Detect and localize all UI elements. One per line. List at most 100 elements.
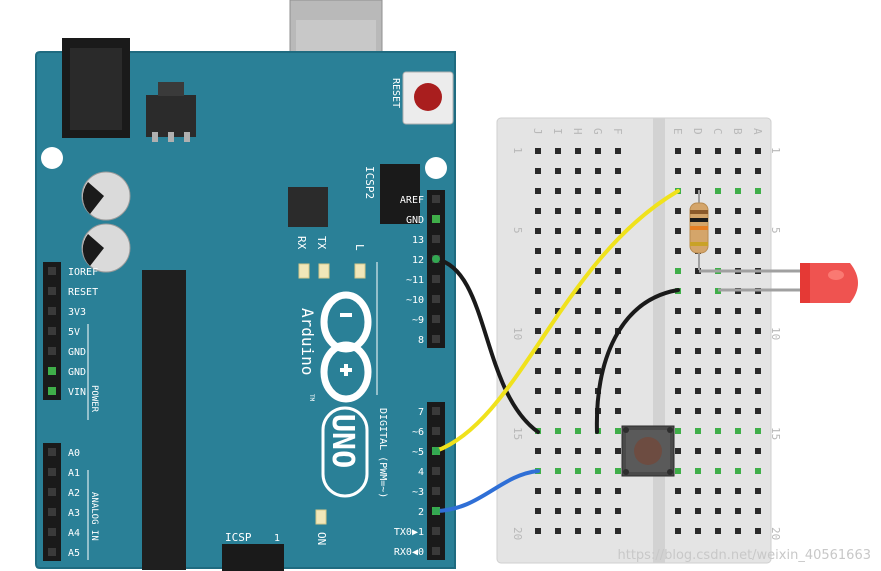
header-pin[interactable] — [48, 347, 56, 355]
header-pin[interactable] — [432, 487, 440, 495]
breadboard-hole — [735, 188, 741, 194]
breadboard-row-number: 20 — [769, 527, 782, 540]
breadboard-hole — [695, 508, 701, 514]
breadboard-hole — [735, 168, 741, 174]
header-pin[interactable] — [48, 468, 56, 476]
breadboard-hole — [735, 488, 741, 494]
arduino-brand-text: Arduino — [298, 308, 317, 375]
microcontroller-chip — [142, 270, 186, 570]
breadboard-hole — [755, 448, 761, 454]
pin-label: AREF — [400, 195, 424, 206]
breadboard-hole — [755, 488, 761, 494]
breadboard-hole — [535, 388, 541, 394]
breadboard-hole — [615, 448, 621, 454]
breadboard-hole — [595, 268, 601, 274]
breadboard-hole — [535, 308, 541, 314]
breadboard-hole — [615, 248, 621, 254]
breadboard-hole — [755, 228, 761, 234]
reset-label: RESET — [390, 78, 401, 108]
digital-label: DIGITAL (PWM=~) — [377, 408, 388, 498]
breadboard-hole — [715, 208, 721, 214]
header-pin[interactable] — [48, 287, 56, 295]
breadboard-hole — [695, 428, 701, 434]
breadboard-hole — [595, 168, 601, 174]
trademark-text: TM — [308, 394, 315, 402]
breadboard-column-letter: G — [591, 128, 604, 135]
uno-logo-frame — [321, 406, 369, 498]
pin-label: A0 — [68, 448, 80, 459]
header-pin[interactable] — [432, 547, 440, 555]
breadboard-hole — [675, 528, 681, 534]
header-pin[interactable] — [432, 407, 440, 415]
breadboard-hole — [755, 428, 761, 434]
header-pin[interactable] — [432, 235, 440, 243]
push-button[interactable] — [621, 425, 675, 477]
header-pin[interactable] — [48, 548, 56, 556]
pin-label: GND — [68, 367, 86, 378]
breadboard-hole — [575, 188, 581, 194]
breadboard-hole — [575, 388, 581, 394]
header-pin[interactable] — [48, 267, 56, 275]
header-pin[interactable] — [432, 315, 440, 323]
header-pin[interactable] — [432, 295, 440, 303]
breadboard-hole — [615, 268, 621, 274]
breadboard-hole — [695, 388, 701, 394]
voltage-regulator — [146, 95, 196, 137]
breadboard-hole — [675, 268, 681, 274]
breadboard-hole — [715, 248, 721, 254]
breadboard-column-letter: J — [531, 128, 544, 135]
breadboard-hole — [695, 148, 701, 154]
breadboard-column-letter: H — [571, 128, 584, 135]
breadboard-hole — [755, 528, 761, 534]
header-pin[interactable] — [48, 327, 56, 335]
header-pin[interactable] — [48, 307, 56, 315]
breadboard-hole — [695, 308, 701, 314]
usb-chip — [288, 187, 328, 227]
header-pin[interactable] — [48, 367, 56, 375]
header-pin[interactable] — [432, 275, 440, 283]
breadboard-hole — [615, 208, 621, 214]
breadboard-hole — [535, 408, 541, 414]
breadboard-hole — [715, 168, 721, 174]
resistor — [689, 190, 709, 270]
breadboard-row-number: 5 — [511, 227, 524, 234]
breadboard-hole — [675, 148, 681, 154]
breadboard-hole — [575, 268, 581, 274]
header-pin[interactable] — [48, 528, 56, 536]
breadboard-hole — [615, 368, 621, 374]
gnd-wire — [434, 257, 540, 434]
header-pin[interactable] — [48, 508, 56, 516]
breadboard-row-number: 10 — [769, 327, 782, 340]
header-pin[interactable] — [48, 448, 56, 456]
breadboard-hole — [735, 428, 741, 434]
pin-label: A1 — [68, 468, 80, 479]
breadboard-hole — [575, 528, 581, 534]
breadboard-hole — [735, 388, 741, 394]
breadboard-hole — [755, 348, 761, 354]
breadboard-column-letter: A — [751, 128, 764, 135]
header-pin[interactable] — [432, 195, 440, 203]
pin-label: VIN — [68, 387, 86, 398]
header-pin[interactable] — [48, 488, 56, 496]
pin-label: RESET — [68, 287, 98, 298]
header-pin[interactable] — [432, 527, 440, 535]
button-signal-wire — [434, 469, 540, 513]
header-pin[interactable] — [432, 427, 440, 435]
breadboard-hole — [595, 528, 601, 534]
header-pin[interactable] — [432, 215, 440, 223]
breadboard-hole — [615, 388, 621, 394]
breadboard-hole — [595, 308, 601, 314]
breadboard-hole — [735, 248, 741, 254]
breadboard-hole — [755, 168, 761, 174]
breadboard-hole — [735, 308, 741, 314]
mounting-hole — [425, 157, 447, 179]
reset-button[interactable] — [402, 71, 454, 125]
header-pin[interactable] — [432, 335, 440, 343]
breadboard-hole — [555, 308, 561, 314]
pin-label: GND — [68, 347, 86, 358]
header-pin[interactable] — [432, 467, 440, 475]
breadboard-hole — [615, 148, 621, 154]
header-pin[interactable] — [48, 387, 56, 395]
